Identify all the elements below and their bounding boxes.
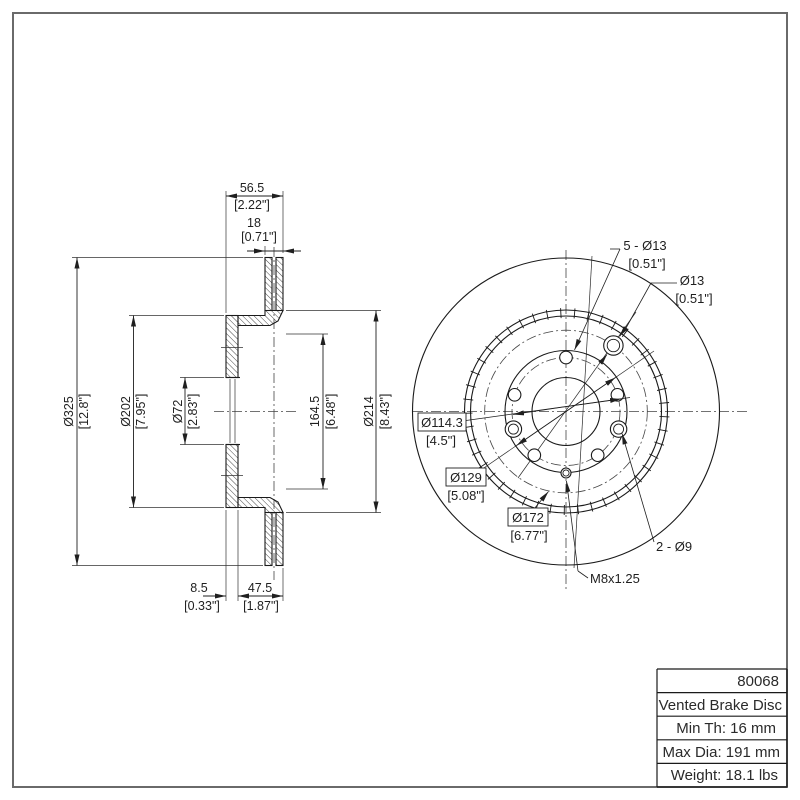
dim-inner-height-mm: 164.5	[308, 396, 322, 427]
dim-disc-width-in: [1.87"]	[243, 599, 279, 613]
dim-total-width-in: [2.22"]	[234, 198, 270, 212]
retaining-hole-9	[609, 420, 628, 438]
min-thickness: Min Th: 16 mm	[676, 720, 776, 737]
section-dimension-labels: 56.5 [2.22"] 18 [0.71"] Ø325 [12.8"] Ø20…	[62, 181, 392, 613]
label-hub-in: [5.08"]	[447, 488, 484, 503]
drawing-border-frame	[12, 12, 788, 788]
dim-total-width-mm: 56.5	[240, 181, 264, 195]
label-lug-holes: 5 - Ø13	[623, 238, 666, 253]
construction-line-vertical	[573, 255, 593, 569]
label-hub-box	[445, 467, 487, 487]
dim-inner-height-in: [6.48"]	[324, 394, 338, 430]
section-view: 56.5 [2.22"] 18 [0.71"] Ø325 [12.8"] Ø20…	[62, 181, 392, 613]
label-hub: Ø129	[450, 470, 482, 485]
label-hole13-in: [0.51"]	[675, 291, 712, 306]
part-number: 80068	[737, 673, 779, 690]
section-hatched-material	[225, 256, 284, 567]
dim-disc-width-mm: 47.5	[248, 581, 272, 595]
thread-hole-m8-inner	[562, 469, 570, 477]
lug-hole	[559, 350, 573, 365]
front-leaders	[465, 248, 677, 579]
front-view: 5 - Ø13 [0.51"] Ø13 [0.51"] Ø114.3 [4.5"…	[411, 238, 748, 591]
dim-hat-offset-in: [0.33"]	[184, 599, 220, 613]
dim-hat-dia-in: [7.95"]	[134, 394, 148, 430]
dim-pad-in: [0.71"]	[241, 230, 277, 244]
hat-outer-circle	[469, 315, 663, 508]
label-holes9: 2 - Ø9	[656, 539, 692, 554]
label-ring-box	[507, 507, 549, 527]
front-labels: 5 - Ø13 [0.51"] Ø13 [0.51"] Ø114.3 [4.5"…	[417, 238, 713, 586]
dim-outer-dia-in: [12.8"]	[77, 394, 91, 430]
ring-172-circle	[484, 329, 648, 494]
outer-diameter-circle	[411, 257, 721, 566]
product-type: Vented Brake Disc	[659, 697, 783, 714]
dim-inner-dia-mm: Ø214	[362, 396, 376, 427]
lug-hole	[507, 387, 522, 402]
lug-hole	[590, 448, 605, 463]
dim-pad-mm: 18	[247, 216, 261, 230]
dim-hat-offset-mm: 8.5	[190, 581, 207, 595]
dim-bore-dia-in: [2.83"]	[186, 394, 200, 430]
label-bcd-box	[417, 412, 467, 432]
label-thread: M8x1.25	[590, 571, 640, 586]
retaining-hole-9-inner	[613, 423, 625, 435]
front-holes	[504, 335, 628, 479]
retaining-hole-9-inner	[507, 423, 519, 435]
section-bore	[221, 347, 243, 476]
lug-hole	[527, 448, 542, 463]
retaining-hole-9	[504, 420, 523, 438]
label-bcd-in: [4.5"]	[426, 433, 456, 448]
max-diameter: Max Dia: 191 mm	[662, 744, 780, 761]
label-lug-holes-in: [0.51"]	[628, 256, 665, 271]
dim-outer-dia-mm: Ø325	[62, 396, 76, 427]
hole-13	[603, 335, 624, 356]
section-extension-lines	[72, 191, 381, 601]
weight: Weight: 18.1 lbs	[671, 767, 778, 784]
dim-inner-dia-in: [8.43"]	[378, 394, 392, 430]
label-ring: Ø172	[512, 510, 544, 525]
dim-bore-dia-mm: Ø72	[171, 400, 185, 424]
title-block: 80068 Vented Brake Disc Min Th: 16 mm Ma…	[656, 668, 788, 788]
section-dimension-lines	[74, 193, 379, 599]
hole-13-inner	[606, 338, 621, 353]
dim-hat-dia-mm: Ø202	[119, 396, 133, 427]
label-bcd: Ø114.3	[421, 415, 463, 430]
label-hole13: Ø13	[680, 273, 705, 288]
friction-inner-circle	[463, 309, 669, 514]
label-ring-in: [6.77"]	[510, 528, 547, 543]
